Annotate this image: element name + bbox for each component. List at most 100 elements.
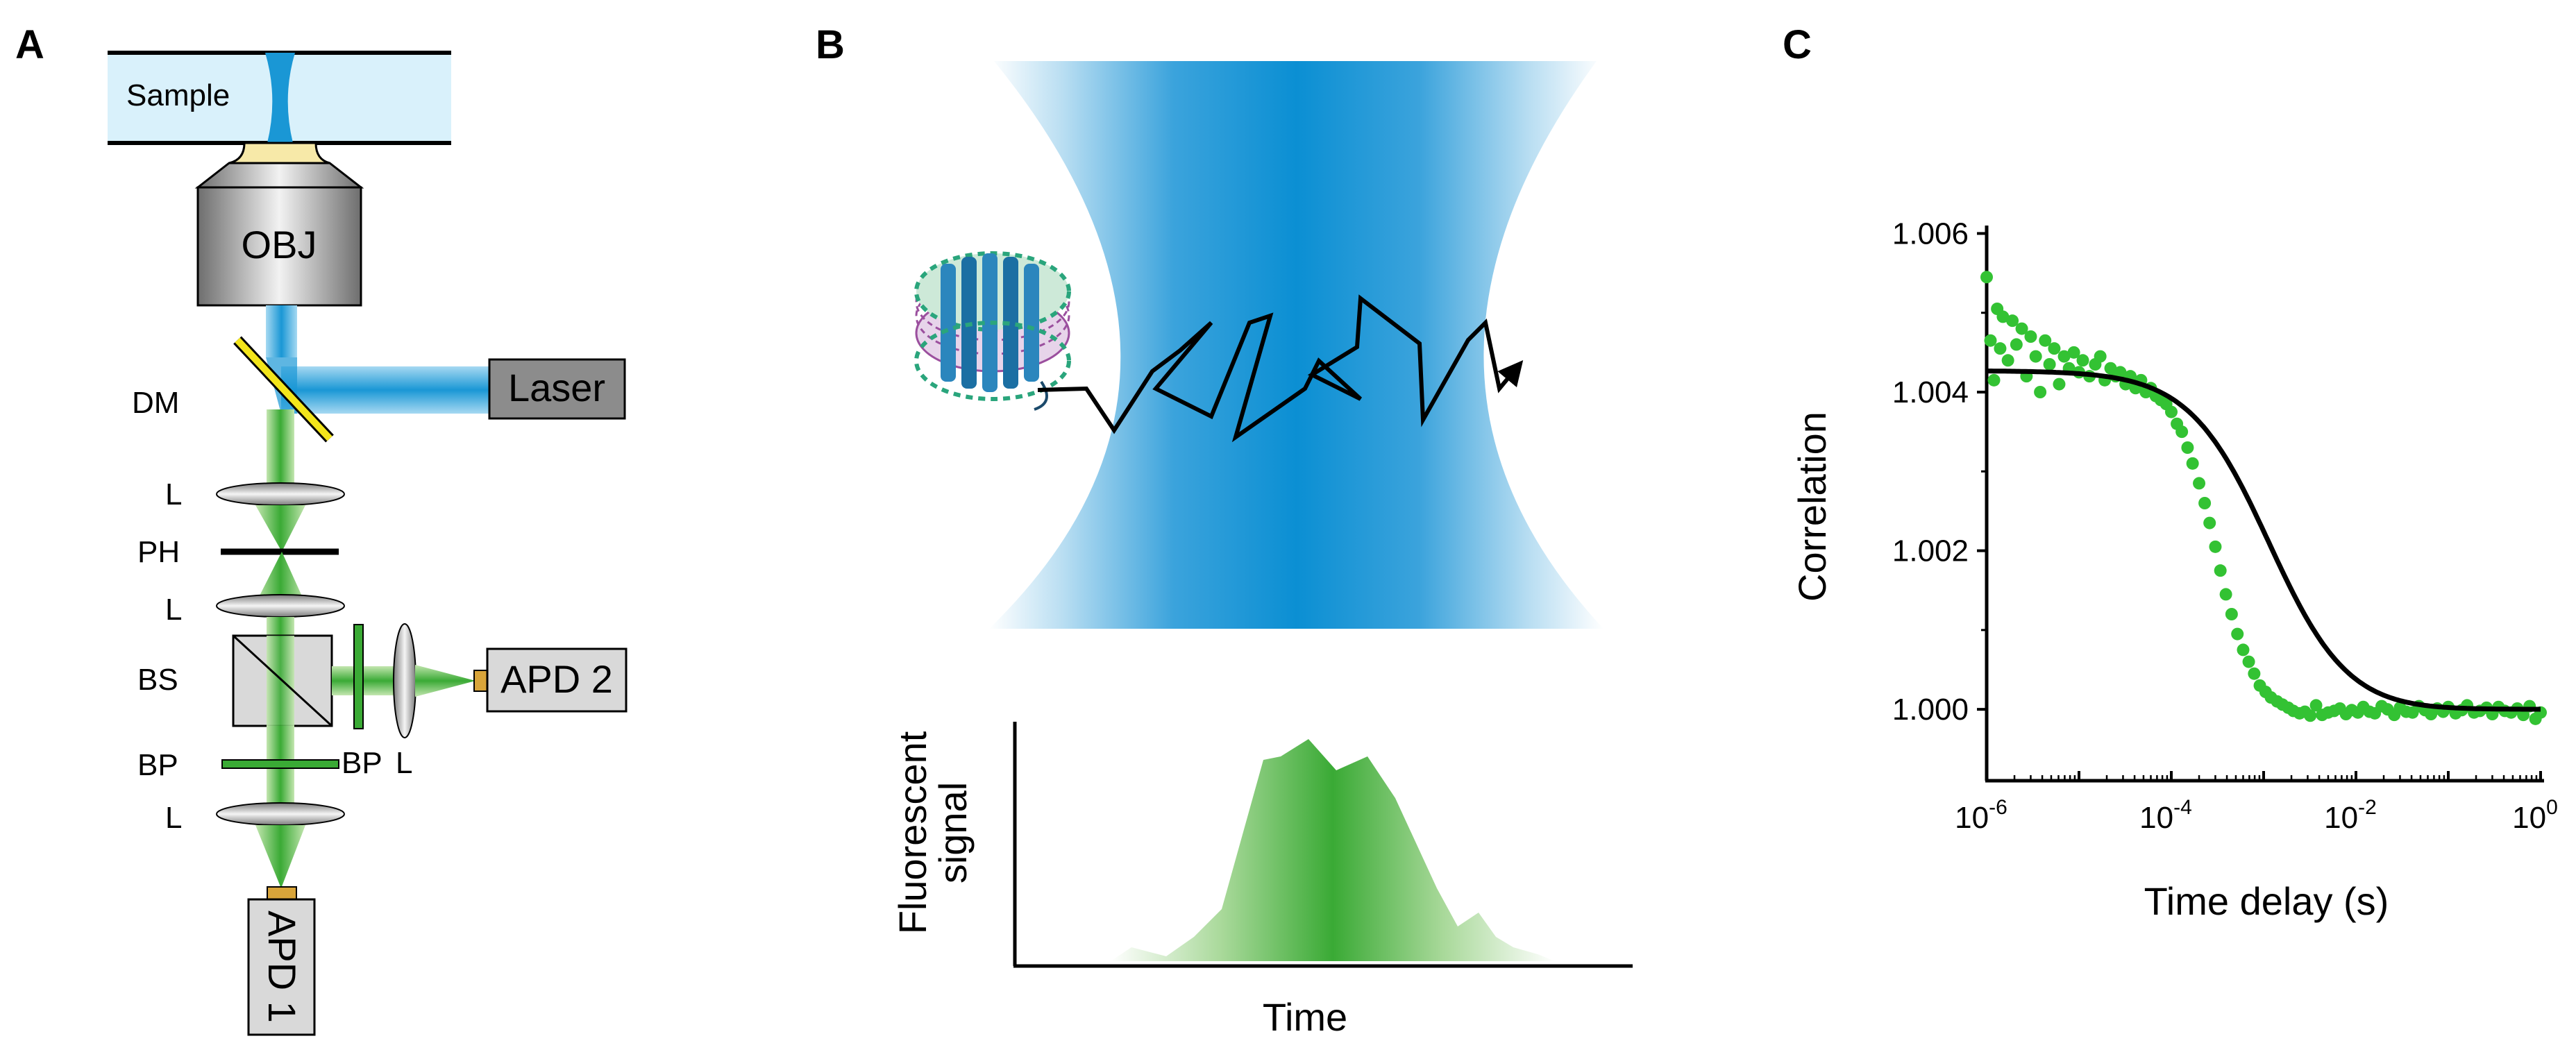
blue-beam-horizontal: [281, 366, 489, 414]
lens-2: [216, 594, 345, 618]
burst-ylabel-line1: Fluorescent: [891, 731, 934, 934]
x-tick-label: 10-2: [2324, 796, 2377, 835]
laser-box: [488, 358, 626, 420]
y-tick-label: 1.006: [1892, 217, 1969, 251]
lens-1-label: L: [165, 477, 182, 511]
data-point: [1987, 373, 2001, 387]
panel-letter-a: A: [15, 22, 44, 67]
data-point: [2248, 667, 2261, 680]
data-point: [2309, 699, 2323, 712]
data-point: [2029, 350, 2042, 363]
panel-b: B Fluorescent signal Time: [816, 22, 1633, 1039]
data-point: [2203, 516, 2216, 530]
data-point: [2057, 350, 2071, 363]
focal-volume: [989, 61, 1603, 629]
green-beam-converge-3: [255, 825, 305, 888]
pinhole-label: PH: [137, 535, 180, 569]
data-point: [1996, 310, 2010, 323]
burst-ylabel-line2: signal: [931, 782, 975, 883]
sample-focus-beam: [265, 53, 295, 143]
nanodisc-protein: [914, 251, 1071, 411]
panel-letter-c: C: [1783, 22, 1812, 67]
correlation-fit-curve: [1987, 368, 2541, 712]
data-point: [2225, 608, 2238, 620]
y-tick-label: 1.004: [1892, 375, 1969, 409]
apd-1-label: APD 1: [260, 910, 304, 1023]
dm-label: DM: [132, 386, 179, 420]
data-point: [1980, 271, 1993, 284]
data-point: [1994, 342, 2007, 355]
y-tick-label: 1.000: [1892, 693, 1969, 727]
x-ticks: 10-6 10-4 10-2 100: [1955, 771, 2558, 835]
panel-letter-b: B: [816, 22, 845, 67]
x-tick-label: 10-4: [2139, 796, 2192, 835]
data-point: [2242, 655, 2255, 668]
green-beam-side: [332, 666, 403, 695]
data-point: [2043, 358, 2056, 371]
green-beam-through-bs: [267, 636, 294, 726]
green-beam-diverge-1: [255, 552, 305, 604]
green-beam-collimated: [267, 617, 294, 638]
data-point: [2053, 378, 2066, 391]
dichroic-mirror: [235, 337, 332, 441]
data-point: [2237, 643, 2250, 656]
correlation-ylabel: Correlation: [1790, 412, 1834, 602]
lens-1: [216, 482, 345, 506]
data-point: [2010, 338, 2023, 351]
side-bandpass-filter: [353, 624, 364, 729]
data-point: [2186, 457, 2199, 470]
y-tick-label: 1.002: [1892, 534, 1969, 568]
correlation-xlabel: Time delay (s): [2144, 879, 2389, 923]
diffusion-trajectory: [1037, 294, 1524, 443]
data-point: [2175, 425, 2189, 439]
lens-3: [216, 802, 345, 826]
data-point: [2076, 354, 2089, 367]
data-point: [2219, 588, 2232, 601]
data-point: [2198, 497, 2212, 509]
data-point: [1984, 334, 1997, 347]
panel-a: A Sample OBJ Laser DM L: [15, 22, 628, 1036]
green-beam-converge-side: [415, 665, 475, 697]
green-beam-converge-1: [255, 505, 305, 552]
data-point: [2001, 354, 2014, 367]
burst-xlabel: Time: [1263, 995, 1347, 1039]
data-point: [2165, 405, 2178, 418]
data-point: [2214, 564, 2227, 577]
bs-label: BS: [137, 663, 178, 697]
data-point: [2193, 477, 2206, 490]
apd-1-box: [247, 898, 316, 1036]
lens-2-label: L: [165, 593, 182, 627]
apd-2-box: [486, 647, 628, 713]
side-lens-label: L: [396, 746, 412, 780]
data-point: [2067, 346, 2080, 359]
correlation-data-points: [1980, 271, 2547, 725]
data-point: [2024, 330, 2037, 343]
lens-3-label: L: [165, 801, 182, 835]
data-point: [2114, 366, 2127, 379]
sample-label: Sample: [126, 78, 230, 112]
green-beam-top: [267, 409, 294, 493]
beamsplitter-diagonal: [232, 634, 333, 727]
data-point: [2034, 386, 2047, 398]
x-tick-label: 100: [2512, 796, 2558, 835]
apd-2-label: APD 2: [500, 657, 613, 701]
blue-beam-vertical: [266, 305, 297, 357]
data-point: [2209, 540, 2222, 553]
panel-c: C 1.000 1.002 1.004 1.006 10-6 10-4 10-2 100 C…: [1783, 22, 2558, 923]
side-lens: [393, 623, 416, 738]
laser-label: Laser: [508, 366, 605, 409]
apd-1-window: [267, 886, 297, 900]
data-point: [2304, 709, 2317, 722]
data-point: [2181, 441, 2194, 454]
bp-label: BP: [137, 748, 178, 782]
bandpass-filter: [221, 759, 339, 769]
x-tick-label: 10-6: [1955, 796, 2007, 835]
data-point: [2039, 334, 2052, 347]
data-point: [2006, 314, 2019, 328]
immersion-drop: [228, 142, 330, 164]
apd-2-window: [473, 670, 488, 692]
objective-label: OBJ: [242, 223, 317, 266]
data-point: [2231, 627, 2244, 641]
data-point: [2517, 709, 2530, 722]
